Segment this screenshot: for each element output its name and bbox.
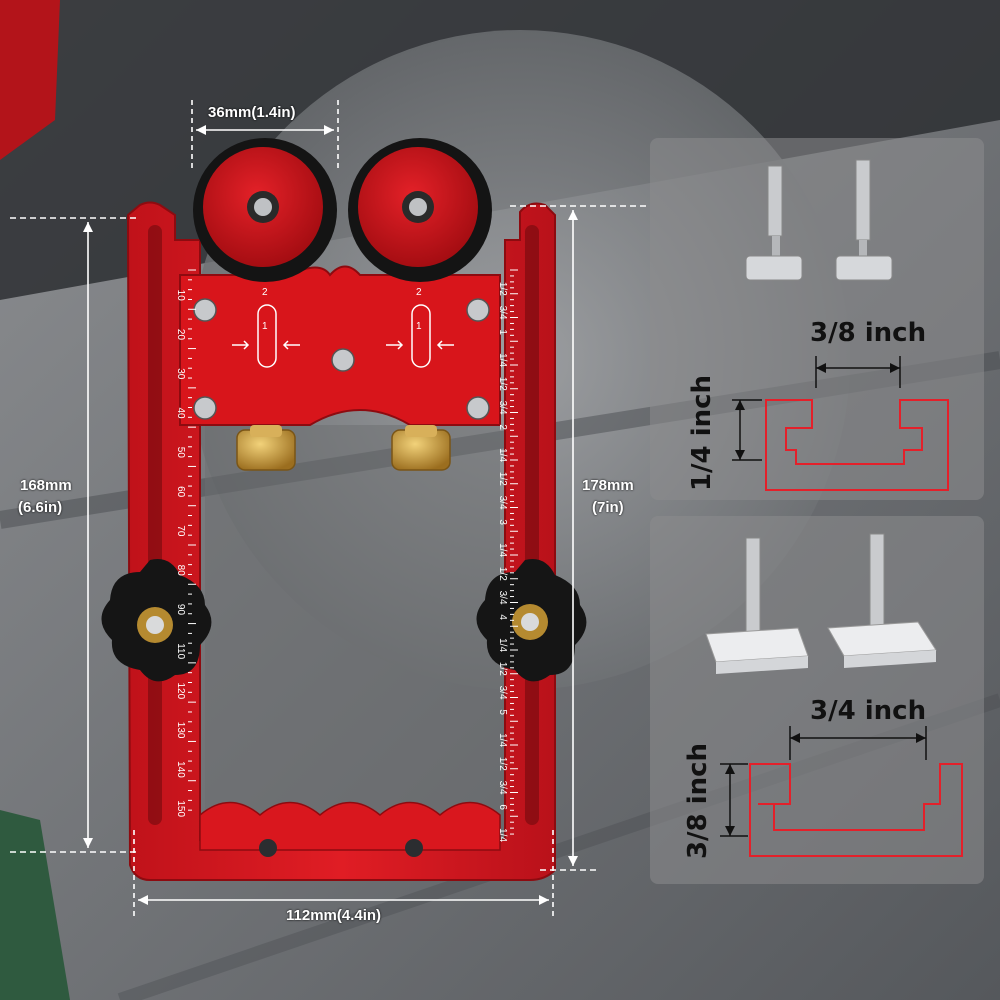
scale-label: 1/4 [497,353,508,367]
slot-width-label: 3/4 inch [810,696,927,726]
scale-label: 1/4 [497,543,508,557]
scale-label: 6 [497,804,508,810]
scale-label: 70 [175,525,186,537]
scale-label: 1/4 [497,448,508,462]
tslot-panel-small: 3/8 inch 1/4 inch [650,138,984,500]
scale-label: 130 [175,722,186,739]
brass-knob-right[interactable] [391,425,451,471]
bracket-screws [193,298,490,420]
right-height-mm-label: 178mm [582,477,634,494]
scale-label: 3/4 [497,686,508,700]
scale-label: 110 [175,643,186,659]
scale-label: 90 [175,604,186,616]
scale-label: 20 [175,329,186,341]
bottom-width-label: 112mm(4.4in) [286,907,382,924]
scale-label: 40 [175,408,186,420]
bracket-plate [179,265,501,426]
tslot-profile-small [765,399,949,491]
scale-label: 3/4 [497,591,508,605]
roller-wheel-right[interactable] [348,138,492,282]
mount-hole [405,839,423,857]
jig-bottom-bar [199,801,501,851]
scale-label: 4 [497,614,508,620]
star-knob-right[interactable] [476,559,587,682]
tslot-panel-large: 3/4 inch 3/8 inch [650,516,984,884]
scale-label: 120 [175,683,186,700]
scale-label: 1/2 [497,377,508,391]
scale-label: 50 [175,447,186,459]
scale-label: 3/4 [497,496,508,510]
scale-label: 60 [175,486,186,498]
scale-label: 3 [497,519,508,525]
star-knob-left[interactable] [101,559,212,682]
bracket-mark: 2 [416,287,422,298]
scale-label: 1/2 [497,662,508,676]
slot-width-label: 3/8 inch [810,318,927,348]
scale-label: 10 [175,290,186,302]
scale-label: 80 [175,565,186,577]
t-bolt-icon [745,165,803,281]
scale-label: 5 [497,709,508,715]
scale-label: 1/4 [497,733,508,747]
t-track-bolt-icon [827,533,937,668]
scale-label: 1/2 [497,472,508,486]
bracket-mark: 1 [262,321,268,332]
scale-label: 1/2 [497,282,508,296]
brass-knob-left[interactable] [236,425,296,471]
top-width-label: 36mm(1.4in) [208,104,296,121]
tslot-profile-large [749,763,963,857]
saw-base [0,810,70,1000]
t-track-bolt-icon [705,537,809,674]
slot-depth-label: 1/4 inch [687,374,718,492]
left-height-mm-label: 168mm [20,477,72,494]
scale-label: 3/4 [497,306,508,320]
scale-label: 3/4 [497,401,508,415]
scale-label: 1/4 [497,828,508,842]
right-height-in-label: (7in) [592,499,624,516]
scale-label: 1/2 [497,567,508,581]
imperial-scale: 1/2 3/4 1 1/4 1/2 3/4 2 1/4 1/2 3/4 3 1/4 1/2 3/4 4 1/4… [497,269,518,842]
metric-scale: 10 20 30 40 50 60 70 80 90 110 120 130 140 150 [175,269,196,817]
t-bolt-icon [835,159,893,281]
scale-label: 150 [175,800,186,817]
saw-guard [0,0,60,160]
scale-label: 30 [175,368,186,380]
mount-hole [259,839,277,857]
scale-label: 1 [497,329,508,335]
scale-label: 1/4 [497,638,508,652]
bracket-mark: 1 [416,321,422,332]
left-height-in-label: (6.6in) [18,499,63,516]
scale-label: 3/4 [497,781,508,795]
bracket-mark: 2 [262,287,268,298]
scale-label: 140 [175,761,186,778]
slot-depth-label: 3/8 inch [683,742,714,860]
scale-label: 1/2 [497,757,508,771]
scale-label: 2 [497,424,508,430]
roller-wheel-left[interactable] [193,138,337,282]
